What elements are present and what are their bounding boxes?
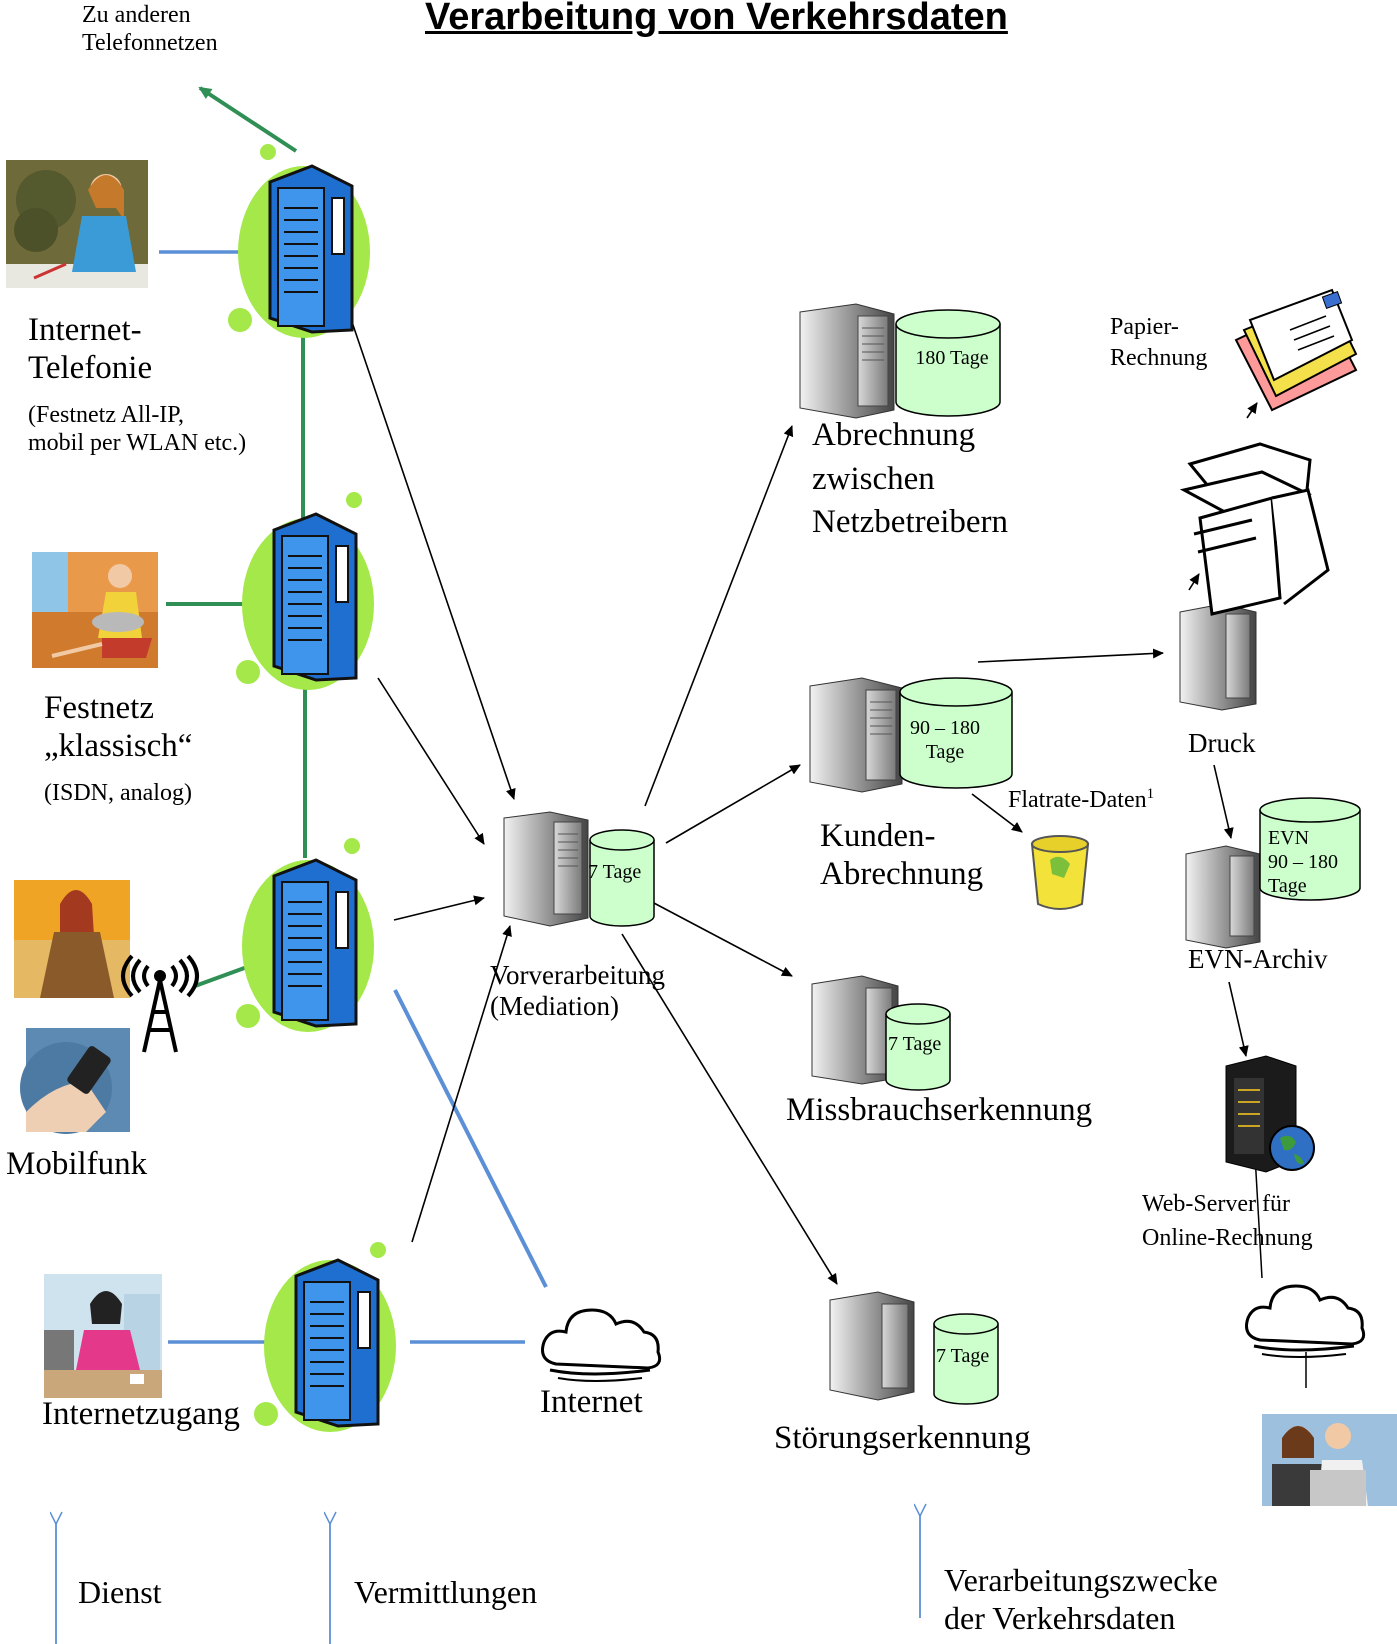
switch-4 [254,1242,396,1432]
flatrate-bin-icon [1030,835,1090,910]
data-flow-arrows [351,321,1258,1285]
arrow-to-printer [1188,573,1200,591]
internet-access-user-image [44,1274,162,1398]
flatrate-label: Flatrate-Daten1 [1008,786,1155,813]
arrow-to-interconnect [644,425,794,807]
web-server-icon [1225,1055,1315,1173]
internet-telephony-detail: (Festnetz All-IP, mobil per WLAN etc.) [28,402,247,456]
paper-bill-icon [1234,288,1358,412]
switch-rack-icon [272,858,358,1028]
voip-user-image [6,160,148,288]
arrow-switch3-mediation [393,895,485,921]
evn-archive-label: EVN-Archiv [1188,944,1328,974]
paper-bill-label: Papier- Rechnung [1110,314,1208,371]
page-title: Verarbeitung von Verkehrsdaten [425,0,1008,38]
fixed-line-detail: (ISDN, analog) [44,780,192,806]
link-other-networks [198,86,298,153]
arrow-to-paper-bill [1246,402,1258,419]
arrow-to-print [977,648,1164,663]
mediation-server-icon [503,811,589,927]
fixed-line-user-image [32,552,158,668]
smartphone-user-image [20,1028,130,1134]
arrow-to-abuse [651,901,793,977]
mediation-db-icon [589,829,655,927]
cell-tower-icon [121,954,199,1053]
link-switch3-internet [393,989,548,1288]
internet-label: Internet [540,1384,643,1420]
online-bill-users-image [1262,1414,1397,1506]
caption-pointers [56,1514,920,1644]
arrow-to-webserver [1228,981,1249,1057]
customer-billing-label: Kunden- Abrechnung [820,818,984,892]
interconnect-label: Abrechnung zwischen Netzbetreibern [812,417,1009,541]
fixed-line-label: Festnetz „klassisch“ [44,690,193,764]
arrow-switch1-mediation [351,321,516,800]
abuse-db-icon [885,1003,951,1091]
print-server-icon [1179,603,1257,711]
evn-server-icon [1185,845,1261,949]
internet-telephony-label: Internet- Telefonie [28,312,153,386]
switch-1 [228,144,370,338]
evn-db-icon [1259,797,1361,901]
internet-access-label: Internetzugang [42,1396,240,1432]
print-label: Druck [1188,728,1256,758]
mediation-label: Vorverarbeitung (Mediation) [490,960,665,1022]
evn-retention: EVN 90 – 180 Tage [1268,827,1338,897]
arrow-switch4-mediation [411,925,512,1243]
interconnect-server-icon [799,303,895,419]
abuse-retention: 7 Tage [888,1033,942,1055]
switch-rack-icon [268,164,354,334]
web-server-label: Web-Server für Online-Rechnung [1142,1191,1313,1251]
fault-db-icon [933,1313,999,1405]
arrow-to-flatrate-bin [971,793,1023,833]
arrow-to-fault [621,933,838,1285]
mediation-retention: 7 Tage [588,861,642,883]
switch-2 [236,492,374,690]
customer-billing-db-icon [899,677,1013,789]
mobile-user-image [14,880,130,998]
printer-icon [1179,442,1330,616]
internet-cloud-icon [541,1308,662,1382]
fault-label: Störungserkennung [774,1420,1031,1456]
other-networks-label: Zu anderen Telefonnetzen [82,2,218,56]
customer-billing-retention: 90 – 180 Tage [910,717,980,763]
online-cloud-icon [1245,1284,1366,1358]
interconnect-retention: 180 Tage [915,347,989,369]
mobile-label: Mobilfunk [6,1146,148,1182]
switch-3 [236,838,374,1032]
arrow-switch2-mediation [377,677,485,845]
switch-rack-icon [272,512,358,682]
caption-switching: Vermittlungen [354,1574,538,1610]
fault-retention: 7 Tage [936,1345,990,1367]
fault-server-icon [829,1291,915,1401]
caption-service: Dienst [78,1574,162,1610]
switch-rack-icon [294,1258,380,1428]
arrow-to-customer-billing [665,764,801,844]
abuse-server-icon [811,975,899,1085]
interconnect-db-icon [895,309,1001,417]
customer-billing-server-icon [809,677,903,793]
caption-purposes: Verarbeitungszwecke der Verkehrsdaten [944,1562,1218,1636]
abuse-label: Missbrauchserkennung [786,1092,1093,1128]
arrow-to-evn-archive [1213,764,1234,839]
